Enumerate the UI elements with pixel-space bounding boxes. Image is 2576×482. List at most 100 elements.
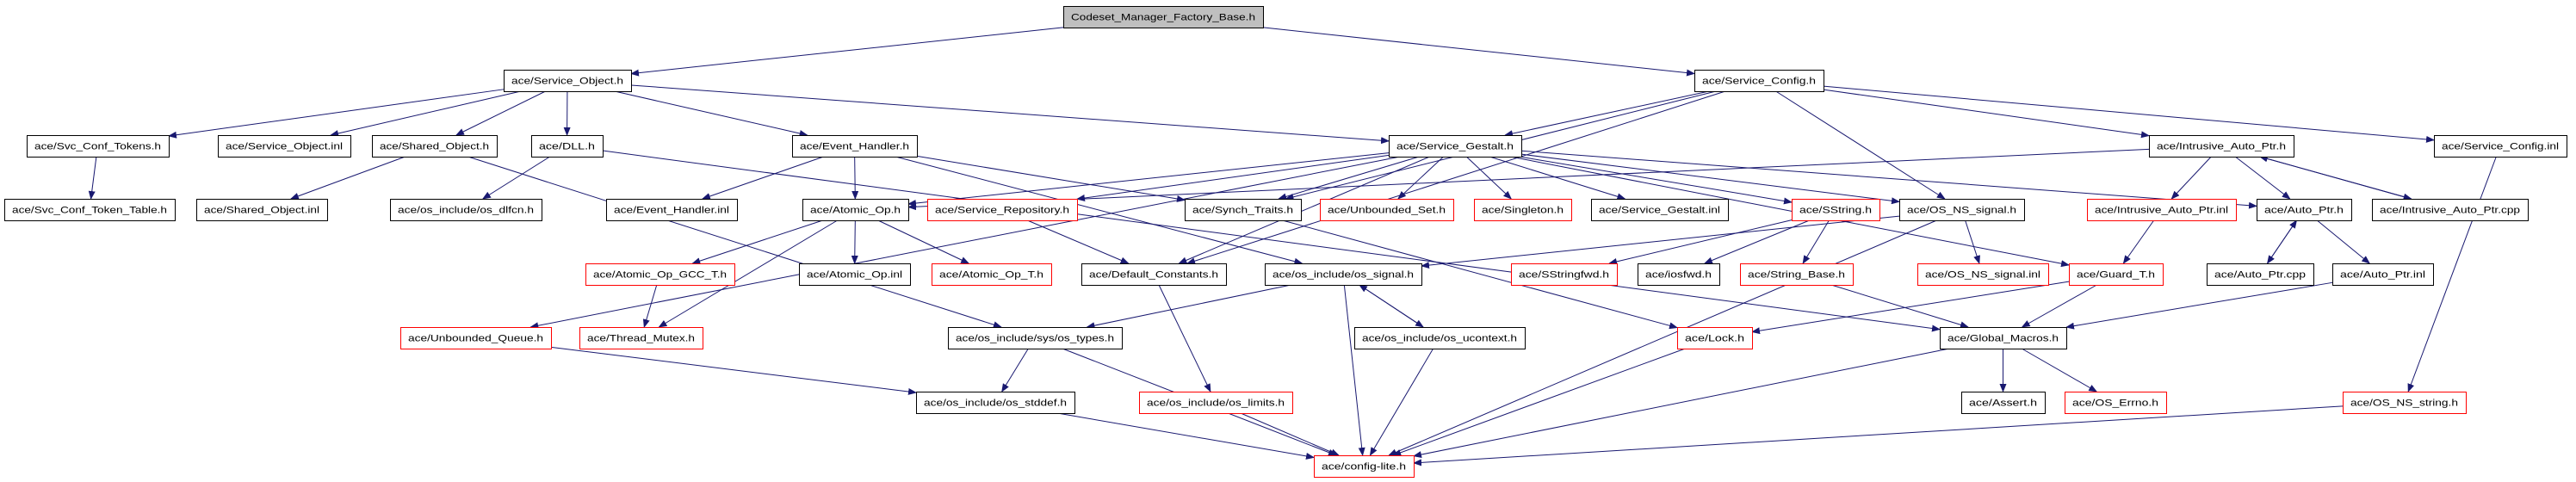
node-box	[504, 70, 632, 92]
node-string-base-h[interactable]: ace/String_Base.h	[1740, 263, 1854, 286]
edge-atomic_op_h-to-atomic_op_inl	[851, 219, 858, 264]
node-label: ace/SString.h	[1799, 206, 1872, 216]
node-atomic-op-h[interactable]: ace/Atomic_Op.h	[802, 199, 909, 221]
node-service-object-h[interactable]: ace/Service_Object.h	[504, 70, 632, 92]
edge-atomic_op_gcc_t_h-to-thread_mutex_h	[642, 284, 658, 328]
node-default-constants-h[interactable]: ace/Default_Constants.h	[1081, 263, 1227, 286]
node-box	[1474, 199, 1572, 221]
node-intrusive-auto-ptr-cpp[interactable]: ace/Intrusive_Auto_Ptr.cpp	[2372, 199, 2529, 221]
node-svc-conf-token-table-h[interactable]: ace/Svc_Conf_Token_Table.h	[4, 199, 176, 221]
node-box	[1265, 263, 1422, 286]
node-box	[2434, 135, 2567, 158]
node-auto-ptr-inl[interactable]: ace/Auto_Ptr.inl	[2332, 263, 2434, 286]
node-label: ace/Atomic_Op_GCC_T.h	[593, 270, 727, 281]
node-label: ace/Default_Constants.h	[1089, 270, 1218, 281]
node-service-config-h[interactable]: ace/Service_Config.h	[1694, 70, 1824, 92]
edge-service_gestalt_h-to-unbounded_set_h	[1397, 156, 1444, 200]
node-box	[1694, 70, 1824, 92]
node-dll-h[interactable]: ace/DLL.h	[531, 135, 604, 158]
nodes-layer: Codeset_Manager_Factory_Base.h ace/Servic…	[4, 6, 2567, 478]
node-os-ns-string-h[interactable]: ace/OS_NS_string.h	[2343, 392, 2467, 414]
node-label: ace/Event_Handler.h	[800, 142, 909, 152]
edge-auto_ptr_cpp-to-auto_ptr_h	[2267, 219, 2298, 264]
node-label: ace/Atomic_Op.h	[810, 206, 901, 216]
node-auto-ptr-h[interactable]: ace/Auto_Ptr.h	[2257, 199, 2352, 221]
node-label: ace/Service_Config.h	[1702, 77, 1816, 87]
node-os-ns-signal-inl[interactable]: ace/OS_NS_signal.inl	[1917, 263, 2049, 286]
node-shared-object-h[interactable]: ace/Shared_Object.h	[372, 135, 498, 158]
edge-service_object_h-to-service_object_inl	[330, 90, 522, 137]
edge-sstring_h-to-sstringfwd_h	[1608, 219, 1793, 265]
node-label: ace/Service_Config.inl	[2442, 142, 2559, 152]
edge-os_ns_signal_h-to-os_ns_signal_inl	[1965, 219, 1980, 264]
node-sstringfwd-h[interactable]: ace/SStringfwd.h	[1511, 263, 1618, 286]
node-lock-h[interactable]: ace/Lock.h	[1677, 327, 1753, 349]
edge-atomic_op_h-to-atomic_op_gcc_t_h	[691, 219, 823, 264]
edge-service_gestalt_h-to-singleton_h	[1465, 156, 1512, 200]
edge-unbounded_queue_h-to-os_stddef_h	[550, 346, 917, 395]
node-os-dlfcn-h[interactable]: ace/os_include/os_dlfcn.h	[390, 199, 542, 221]
edge-service_gestalt_h-to-synch_traits_h	[1278, 156, 1420, 201]
node-service-repository-h[interactable]: ace/Service_Repository.h	[927, 199, 1078, 221]
node-box	[1063, 6, 1264, 28]
edge-os_ns_string_h-to-config_lite_h	[1413, 405, 2344, 467]
node-label: ace/Service_Object.h	[511, 77, 623, 87]
node-shared-object-inl[interactable]: ace/Shared_Object.inl	[196, 199, 328, 221]
node-sstring-h[interactable]: ace/SString.h	[1792, 199, 1880, 221]
node-intrusive-auto-ptr-h[interactable]: ace/Intrusive_Auto_Ptr.h	[2149, 135, 2294, 158]
edge-intrusive_auto_ptr_cpp-to-intrusive_auto_ptr_h	[2258, 155, 2412, 200]
node-assert-h[interactable]: ace/Assert.h	[1961, 392, 2046, 414]
node-label: ace/Svc_Conf_Token_Table.h	[12, 206, 167, 216]
node-os-stddef-h[interactable]: ace/os_include/os_stddef.h	[916, 392, 1075, 414]
edge-service_config_h-to-default_constants_h	[1186, 90, 1726, 265]
node-root[interactable]: Codeset_Manager_Factory_Base.h	[1063, 6, 1264, 28]
node-service-gestalt-h[interactable]: ace/Service_Gestalt.h	[1389, 135, 1522, 158]
node-box	[916, 392, 1075, 414]
node-unbounded-set-h[interactable]: ace/Unbounded_Set.h	[1320, 199, 1454, 221]
node-auto-ptr-cpp[interactable]: ace/Auto_Ptr.cpp	[2207, 263, 2314, 286]
node-box	[372, 135, 498, 158]
edge-service_gestalt_h-to-default_constants_h	[1178, 156, 1430, 264]
edge-guard_t_h-to-lock_h	[1751, 281, 2070, 335]
node-os-signal-h[interactable]: ace/os_include/os_signal.h	[1265, 263, 1422, 286]
node-os-types-h[interactable]: ace/os_include/sys/os_types.h	[948, 327, 1123, 349]
node-event-handler-inl[interactable]: ace/Event_Handler.inl	[606, 199, 738, 221]
node-thread-mutex-h[interactable]: ace/Thread_Mutex.h	[579, 327, 703, 349]
edge-dll_h-to-global_macros_h	[602, 150, 1941, 332]
edge-service_gestalt_h-to-service_repository_h	[1076, 154, 1390, 201]
node-guard-t-h[interactable]: ace/Guard_T.h	[2069, 263, 2164, 286]
node-box	[1917, 263, 2049, 286]
node-service-config-inl[interactable]: ace/Service_Config.inl	[2434, 135, 2567, 158]
node-os-ucontext-h[interactable]: ace/os_include/os_ucontext.h	[1354, 327, 1526, 349]
node-label: ace/os_include/os_ucontext.h	[1362, 334, 1517, 344]
node-service-object-inl[interactable]: ace/Service_Object.inl	[218, 135, 351, 158]
node-box	[585, 263, 735, 286]
node-label: ace/iosfwd.h	[1645, 270, 1712, 281]
node-synch-traits-h[interactable]: ace/Synch_Traits.h	[1185, 199, 1302, 221]
node-global-macros-h[interactable]: ace/Global_Macros.h	[1940, 327, 2067, 349]
node-iosfwd-h[interactable]: ace/iosfwd.h	[1638, 263, 1720, 286]
edge-service_config_h-to-service_config_inl	[1823, 85, 2435, 143]
node-event-handler-h[interactable]: ace/Event_Handler.h	[792, 135, 918, 158]
node-intrusive-auto-ptr-inl[interactable]: ace/Intrusive_Auto_Ptr.inl	[2087, 199, 2237, 221]
node-atomic-op-gcc-t-h[interactable]: ace/Atomic_Op_GCC_T.h	[585, 263, 735, 286]
node-unbounded-queue-h[interactable]: ace/Unbounded_Queue.h	[400, 327, 552, 349]
edge-os_ns_signal_h-to-os_signal_h	[1421, 215, 1900, 269]
node-label: ace/DLL.h	[539, 142, 595, 152]
node-config-lite-h[interactable]: ace/config-lite.h	[1314, 455, 1415, 478]
node-box	[1139, 392, 1293, 414]
node-os-limits-h[interactable]: ace/os_include/os_limits.h	[1139, 392, 1293, 414]
node-label: ace/os_include/os_limits.h	[1147, 399, 1285, 409]
node-os-ns-signal-h[interactable]: ace/OS_NS_signal.h	[1899, 199, 2025, 221]
node-os-errno-h[interactable]: ace/OS_Errno.h	[2065, 392, 2167, 414]
node-label: Codeset_Manager_Factory_Base.h	[1071, 13, 1255, 23]
node-label: ace/Auto_Ptr.cpp	[2214, 270, 2306, 281]
node-singleton-h[interactable]: ace/Singleton.h	[1474, 199, 1572, 221]
node-label: ace/Assert.h	[1969, 399, 2037, 409]
edge-os_ucontext_h-to-config_lite_h	[1369, 348, 1434, 456]
node-atomic-op-inl[interactable]: ace/Atomic_Op.inl	[799, 263, 911, 286]
node-atomic-op-t-h[interactable]: ace/Atomic_Op_T.h	[932, 263, 1052, 286]
edge-os_limits_h-to-config_lite_h	[1240, 412, 1340, 456]
node-svc-conf-tokens-h[interactable]: ace/Svc_Conf_Tokens.h	[27, 135, 170, 158]
node-service-gestalt-inl[interactable]: ace/Service_Gestalt.inl	[1591, 199, 1729, 221]
